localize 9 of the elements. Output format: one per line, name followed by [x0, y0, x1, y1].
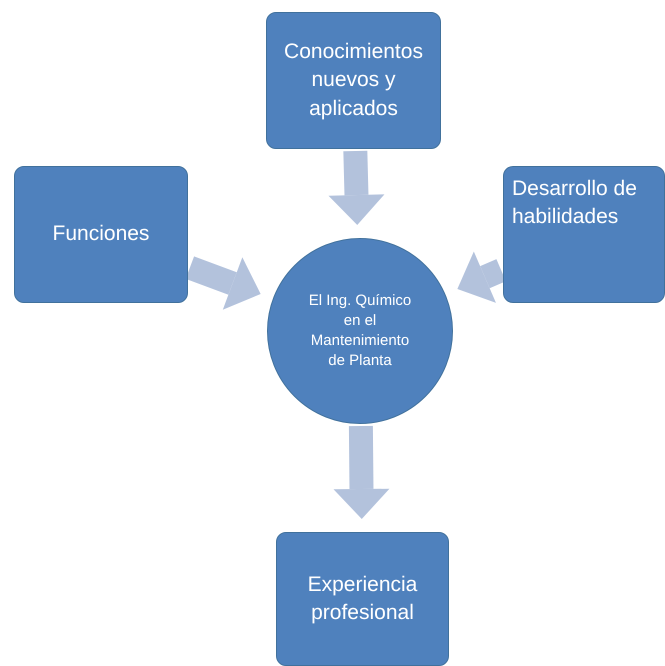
rounded-box	[266, 12, 441, 149]
node-label: Funciones	[52, 221, 150, 248]
rounded-box	[14, 166, 188, 303]
node-label: El Ing. Químico en el Mantenimiento de Planta	[308, 290, 412, 372]
rounded-box	[503, 166, 665, 303]
node-label: Desarrollo de habilidades	[512, 176, 638, 230]
node-label: Experiencia profesional	[306, 572, 418, 626]
rounded-box	[276, 532, 449, 666]
node-label: Conocimientos nuevos y aplicados	[283, 38, 424, 122]
